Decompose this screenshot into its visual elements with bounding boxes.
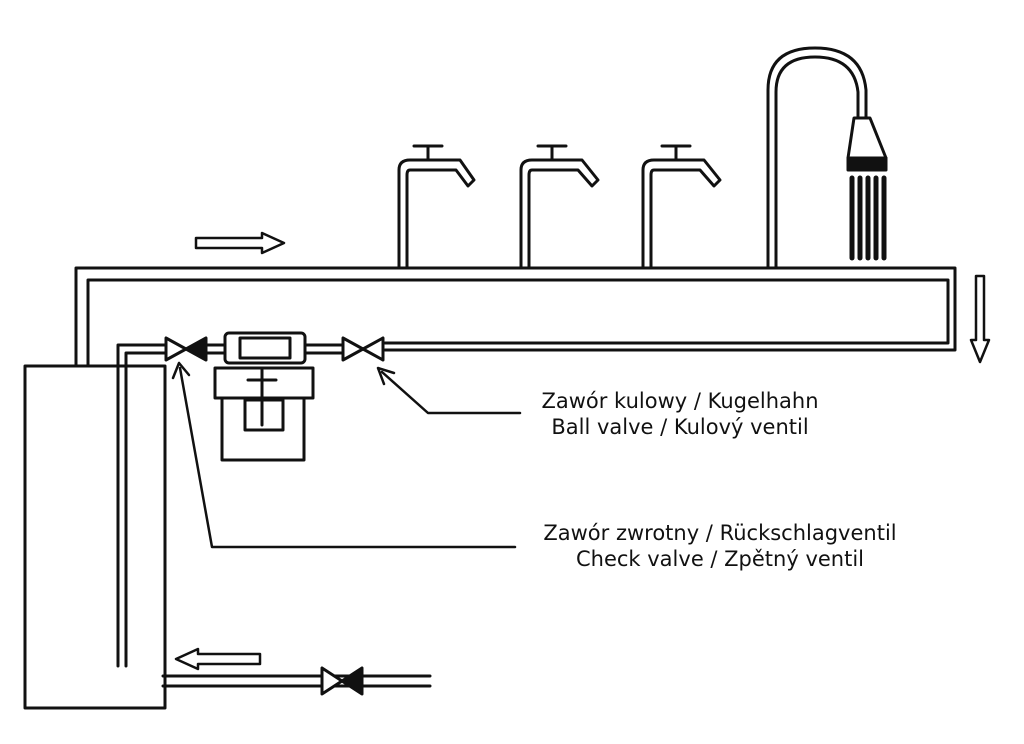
check-valve-icon: [164, 336, 208, 362]
ball-valve-icon: [341, 336, 385, 362]
shower-head-icon: [766, 46, 888, 270]
tap-icon: [397, 144, 476, 270]
ball-valve-label: Zawór kulowy / Kugelhahn Ball valve / Ku…: [520, 388, 840, 440]
ball-valve-leader: [376, 366, 522, 415]
return-line-segment: [203, 343, 347, 355]
check-valve-label-line2: Check valve / Zpětný ventil: [575, 547, 865, 571]
check-valve-label: Zawór zwrotny / Rückschlagventil Check v…: [515, 520, 925, 572]
ball-valve-label-line1: Zawór kulowy / Kugelhahn: [541, 389, 819, 413]
cold-inlet-pipe: [161, 674, 432, 688]
flow-arrow-down-icon: [969, 274, 991, 364]
hot-outlet-riser: [74, 266, 957, 368]
tap-icon: [519, 144, 600, 270]
inlet-check-valve-icon: [320, 666, 364, 696]
water-heater-tank: [23, 364, 167, 710]
check-valve-label-line1: Zawór zwrotny / Rückschlagventil: [543, 521, 897, 545]
flow-arrow-right-icon: [194, 231, 286, 255]
ball-valve-label-line2: Ball valve / Kulový ventil: [551, 415, 809, 439]
check-valve-leader: [171, 361, 517, 549]
circulation-pump-icon: [213, 331, 315, 462]
circulation-return-pipe: [116, 343, 170, 668]
tap-icon: [641, 144, 722, 270]
flow-arrow-left-icon: [174, 647, 262, 671]
